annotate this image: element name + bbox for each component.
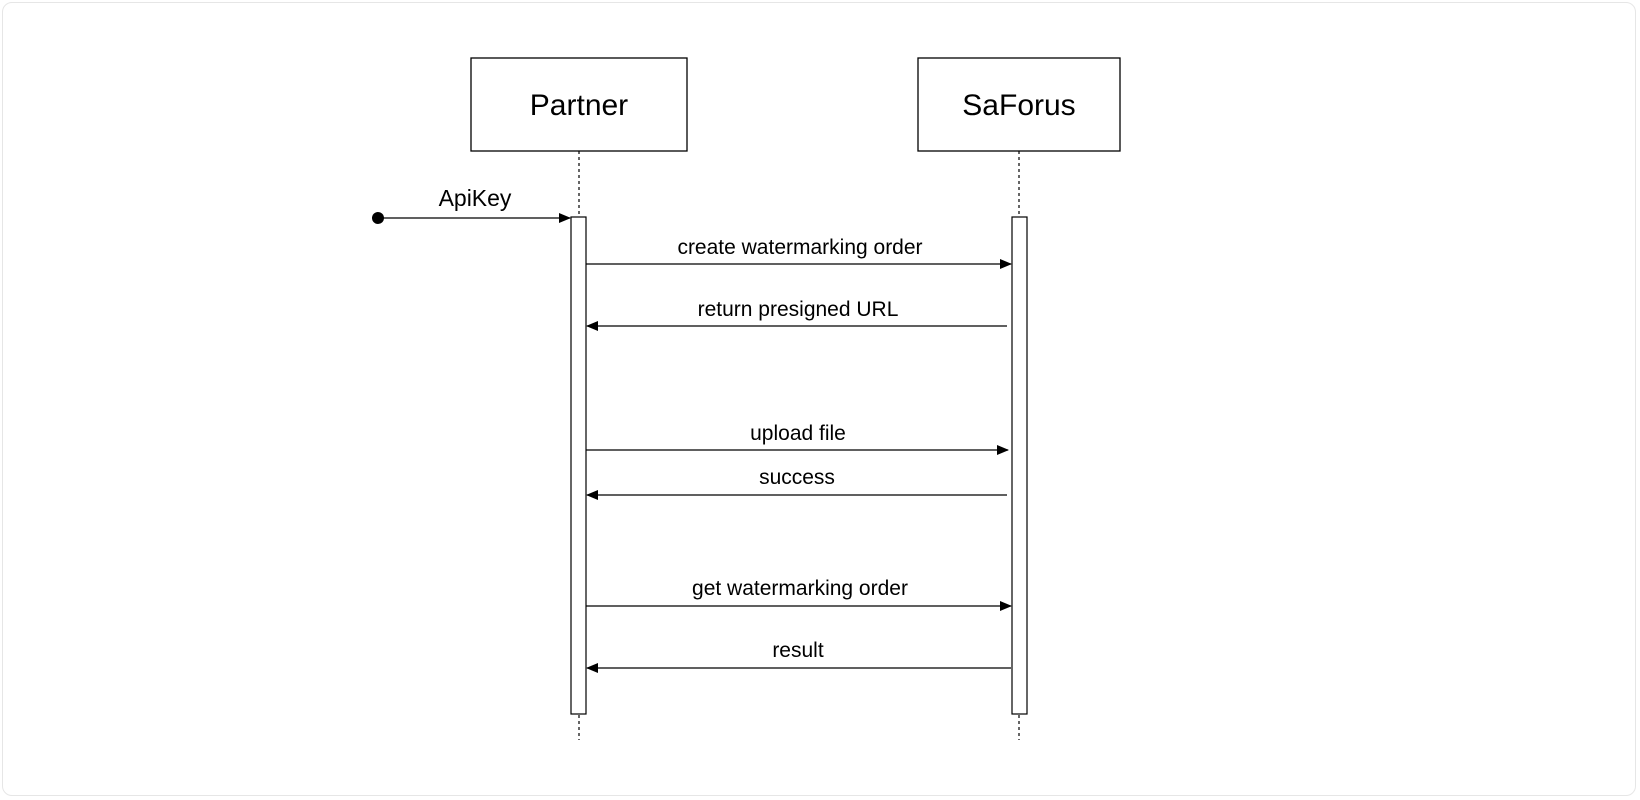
message-create-watermarking-order: create watermarking order: [586, 236, 1012, 269]
activation-bar: [570, 216, 587, 715]
message-label: success: [759, 466, 835, 489]
message-label: create watermarking order: [677, 236, 922, 259]
message-label: return presigned URL: [698, 298, 899, 321]
activation-bar: [1011, 216, 1028, 715]
message-label: ApiKey: [439, 185, 512, 211]
message-return-presigned-url: return presigned URL: [586, 298, 1007, 331]
participant-label: SaForus: [962, 89, 1075, 122]
entry-message: ApiKey: [372, 185, 571, 224]
participant-saforus: SaForus: [917, 57, 1121, 740]
message-label: result: [772, 639, 824, 662]
message-label: upload file: [750, 422, 846, 445]
participant-label: Partner: [530, 89, 628, 122]
message-get-watermarking-order: get watermarking order: [586, 577, 1012, 611]
participant-box: [470, 57, 688, 152]
message-success: success: [586, 466, 1007, 500]
message-result: result: [586, 639, 1011, 673]
participant-partner: Partner: [470, 57, 688, 740]
message-upload-file: upload file: [586, 422, 1009, 455]
message-label: get watermarking order: [692, 577, 908, 600]
